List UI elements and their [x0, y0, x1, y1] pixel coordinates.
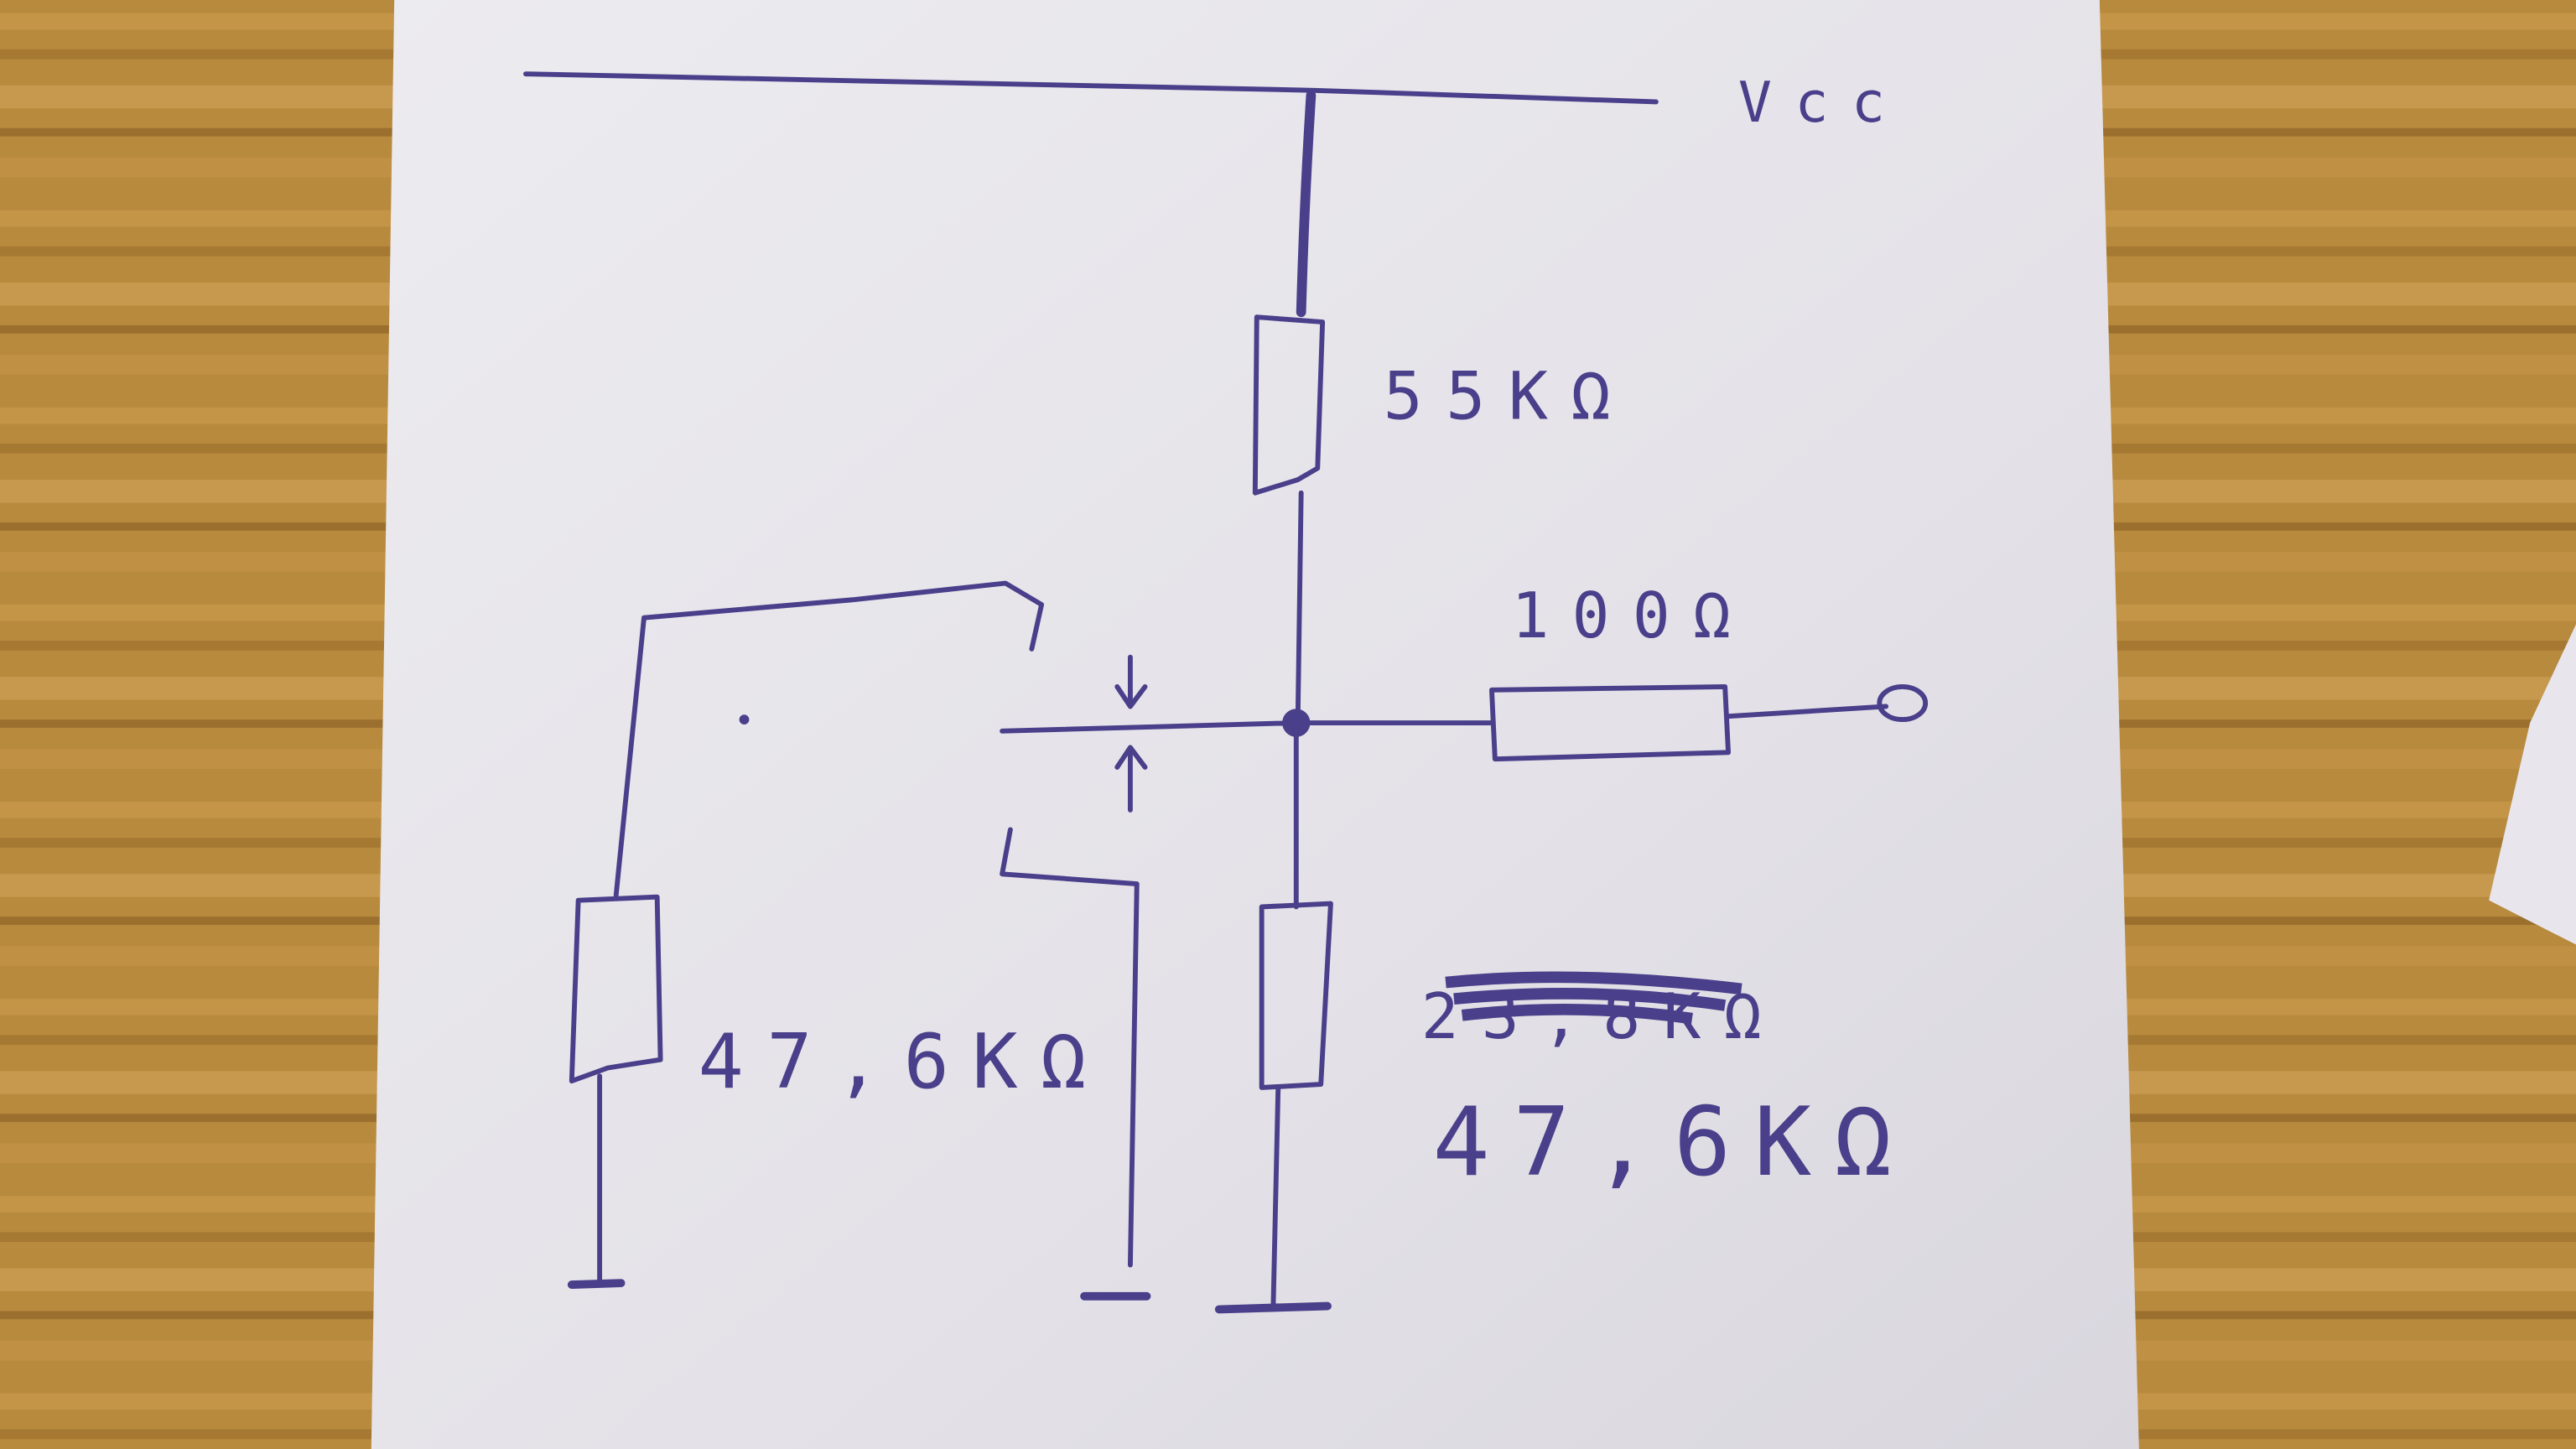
switch-lower-contact — [1000, 827, 1140, 1268]
r-top-label: 55KΩ — [1384, 359, 1633, 435]
stray-ink-dot — [739, 714, 750, 724]
strike-through-scribble — [1445, 971, 1742, 1025]
r-bottom-struck-group: 23,8KΩ — [1421, 971, 1762, 1053]
resistor-series-100 — [1489, 684, 1731, 762]
arrow-up-head — [1114, 745, 1148, 770]
schematic-wires — [523, 71, 1929, 1314]
resistor-top-55k — [1252, 314, 1326, 496]
resistor-bottom — [1259, 901, 1333, 1090]
r-series-label: 100Ω — [1511, 579, 1753, 652]
output-wire — [1726, 704, 1889, 719]
output-terminal — [1877, 684, 1929, 723]
switch-upper-contact — [613, 580, 1045, 898]
node-left-wire — [1000, 720, 1299, 734]
top-to-node-wire — [1295, 490, 1304, 723]
bottom-ground-symbol — [1214, 1301, 1332, 1314]
vcc-drop-wire — [1296, 90, 1317, 318]
resistor-left-47k6 — [569, 894, 663, 1084]
r-bottom-label: 47,6KΩ — [1432, 1087, 1914, 1197]
vcc-rail-wire — [523, 71, 1659, 105]
r-left-label: 47,6KΩ — [699, 1018, 1109, 1106]
paper-corner-right — [2489, 624, 2576, 945]
vcc-label: Vcc — [1738, 70, 1909, 135]
arrow-down-head — [1114, 684, 1148, 709]
left-ground-symbol — [567, 1279, 626, 1289]
bottom-ground-wire — [1270, 1085, 1281, 1311]
